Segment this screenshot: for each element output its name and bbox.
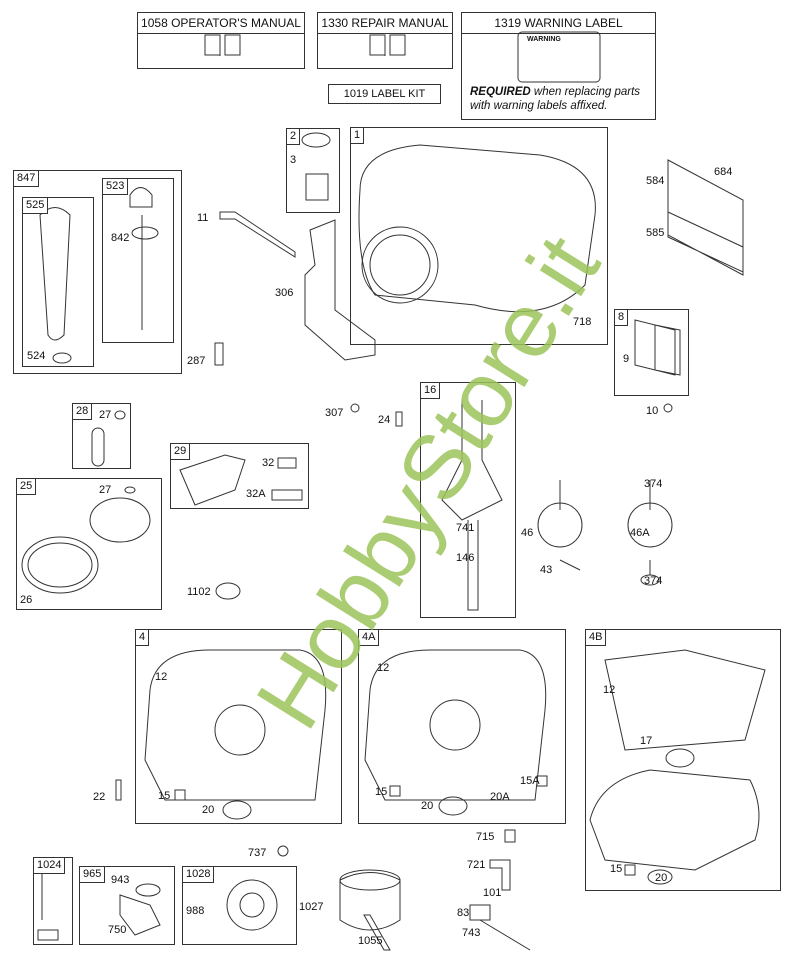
part-label: 20 [655, 872, 668, 884]
part-label: 9 [623, 353, 630, 365]
group-16: 16 [420, 382, 516, 618]
dipstick-tube [39, 207, 71, 341]
breather [634, 319, 681, 376]
group-523: 523 [102, 178, 174, 343]
part-label: 32A [246, 488, 266, 500]
part-label: 15 [610, 863, 623, 875]
part-label: 943 [111, 874, 130, 886]
part-label: 524 [27, 350, 46, 362]
part-label: 988 [186, 905, 205, 917]
part-label: 101 [483, 887, 502, 899]
group-847: 847 [13, 170, 182, 374]
part-label: 584 [646, 175, 665, 187]
breather-tube [219, 211, 296, 258]
part-label: 374 [644, 575, 663, 587]
crankcase-cover-4 [144, 649, 327, 801]
dipstick [129, 187, 153, 330]
group-965: 965 [79, 866, 175, 945]
part-label: 15A [520, 775, 540, 787]
group-4: 4 [135, 629, 342, 824]
baffle [304, 219, 376, 361]
part-label: 1102 [187, 586, 211, 598]
part-label: 15 [375, 786, 388, 798]
part-label: 585 [646, 227, 665, 239]
part-label: 26 [20, 594, 33, 606]
part-label: 715 [476, 831, 495, 843]
part-label: 43 [540, 564, 553, 576]
group-525: 525 [22, 197, 94, 367]
part-label: 306 [275, 287, 294, 299]
group-28: 28 [72, 403, 131, 469]
part-label: 27 [99, 484, 112, 496]
book-icon [204, 34, 241, 56]
part-label: 718 [573, 316, 592, 328]
part-label: 721 [467, 859, 486, 871]
warning-badge: WARNING [527, 36, 561, 43]
part-label: 32 [262, 457, 275, 469]
group-4b: 4B [585, 629, 781, 891]
oil-filter-adapter [226, 879, 278, 931]
part-label: 12 [155, 671, 168, 683]
group-25: 25 [16, 478, 162, 610]
part-label: 11 [197, 212, 209, 224]
group-2: 2 [286, 128, 340, 213]
oil-filter [339, 872, 401, 931]
part-label: 20 [421, 800, 434, 812]
part-label: 684 [714, 166, 733, 178]
part-label: 27 [99, 409, 112, 421]
part-label: 10 [646, 405, 659, 417]
part-label: 3 [290, 154, 297, 166]
part-label: 146 [456, 552, 475, 564]
part-label: 737 [248, 847, 267, 859]
part-label: 842 [111, 232, 130, 244]
connecting-rod [179, 454, 246, 506]
part-label: 1027 [299, 901, 324, 913]
group-1028: 1028 [182, 866, 297, 945]
part-label: 307 [325, 407, 344, 419]
governor-parts [489, 829, 516, 891]
book-icon [369, 34, 406, 56]
part-label: 1055 [358, 935, 383, 947]
part-label: 20A [490, 791, 510, 803]
group-1: 1 [350, 127, 608, 345]
warning-label-icon [517, 31, 601, 83]
part-label: 24 [378, 414, 391, 426]
part-label: 743 [462, 927, 481, 939]
part-label: 750 [108, 924, 127, 936]
group-8: 8 [614, 309, 689, 396]
warning-label: 1319 WARNING LABEL WARNING REQUIRED when… [461, 12, 656, 120]
group-29: 29 [170, 443, 309, 509]
part-label: 287 [187, 355, 206, 367]
part-label: 20 [202, 804, 215, 816]
repair-manual: 1330 REPAIR MANUAL [317, 12, 453, 69]
part-label: 46A [630, 527, 650, 539]
cylinder-block [358, 144, 596, 313]
part-label: 22 [93, 791, 106, 803]
gaskets [667, 159, 744, 276]
part-label: 374 [644, 478, 663, 490]
crankshaft [441, 400, 503, 611]
part-label: 83 [457, 907, 470, 919]
group-4a: 4A [358, 629, 566, 824]
piston [89, 497, 151, 543]
part-label: 46 [521, 527, 534, 539]
part-label: 17 [640, 735, 653, 747]
operators-manual: 1058 OPERATOR'S MANUAL [137, 12, 305, 69]
part-label: 12 [603, 684, 616, 696]
label-kit: 1019 LABEL KIT [328, 84, 441, 104]
group-1024: 1024 [33, 857, 73, 945]
crankcase-cover-4b [589, 769, 760, 871]
warning-note: REQUIRED when replacing parts with warni… [470, 86, 641, 112]
part-label: 12 [377, 662, 390, 674]
part-label: 741 [456, 522, 475, 534]
crankcase-cover-4a [364, 649, 547, 801]
gasket-4b [604, 649, 766, 751]
part-label: 15 [158, 790, 171, 802]
